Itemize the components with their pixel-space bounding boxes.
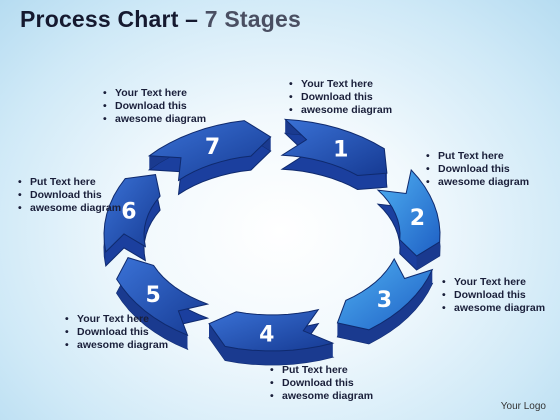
stage-1-arrow-face [280,118,388,177]
callout-stage-7: Your Text here Download this awesome dia… [101,87,206,126]
callout-2-line-2: Download this [424,163,529,176]
stage-1-number: 1 [333,138,348,163]
stage-4-arrow-face [208,308,335,352]
callout-1-line-1: Your Text here [287,78,392,91]
callout-2-line-1: Put Text here [424,150,529,163]
page-title: Process Chart – 7 Stages [20,6,301,33]
stage-7-number: 7 [205,135,220,160]
callout-6-line-2: Download this [16,189,121,202]
callout-3-line-2: Download this [440,289,545,302]
stage-7-arrow-face [147,120,272,182]
stage-2-number: 2 [410,206,425,231]
callout-4-line-2: Download this [268,377,373,390]
stage-3-arrow: 3 [336,257,434,345]
callout-7-line-1: Your Text here [101,87,206,100]
title-main: Process Chart [20,6,179,32]
callout-3-line-1: Your Text here [440,276,545,289]
stage-2-arrow-face [376,168,441,257]
callout-7-line-2: Download this [101,100,206,113]
stage-4-number: 4 [259,322,274,347]
callout-6-line-1: Put Text here [16,176,121,189]
callout-6-line-3: awesome diagram [16,202,121,215]
callout-5-line-3: awesome diagram [63,339,168,352]
callout-stage-6: Put Text here Download this awesome diag… [16,176,121,215]
callout-stage-4: Put Text here Download this awesome diag… [268,364,373,403]
stage-7-arrow: 7 [147,120,272,196]
stage-5-arrow: 5 [116,257,210,351]
stage-6-number: 6 [121,199,136,224]
stage-3-number: 3 [377,288,392,313]
logo-text: Your Logo [500,401,546,412]
stage-1-arrow: 1 [280,118,388,191]
callout-3-line-3: awesome diagram [440,302,545,315]
callout-4-line-3: awesome diagram [268,390,373,403]
stage-4-arrow: 4 [208,308,335,366]
callout-stage-5: Your Text here Download this awesome dia… [63,313,168,352]
callout-2-line-3: awesome diagram [424,176,529,189]
stage-3-arrow-face [336,257,434,331]
stage-4-arrow-wall [209,323,333,365]
stage-5-number: 5 [145,283,160,308]
callout-1-line-3: awesome diagram [287,104,392,117]
stage-2-arrow: 2 [376,168,441,271]
callout-stage-1: Your Text here Download this awesome dia… [287,78,392,117]
callout-stage-3: Your Text here Download this awesome dia… [440,276,545,315]
callout-5-line-1: Your Text here [63,313,168,326]
title-sub: 7 Stages [204,6,301,32]
callout-7-line-3: awesome diagram [101,113,206,126]
callout-5-line-2: Download this [63,326,168,339]
title-dash: – [185,6,199,32]
callout-4-line-1: Put Text here [268,364,373,377]
stage-3-arrow-wall [337,269,433,344]
callout-stage-2: Put Text here Download this awesome diag… [424,150,529,189]
callout-1-line-2: Download this [287,91,392,104]
